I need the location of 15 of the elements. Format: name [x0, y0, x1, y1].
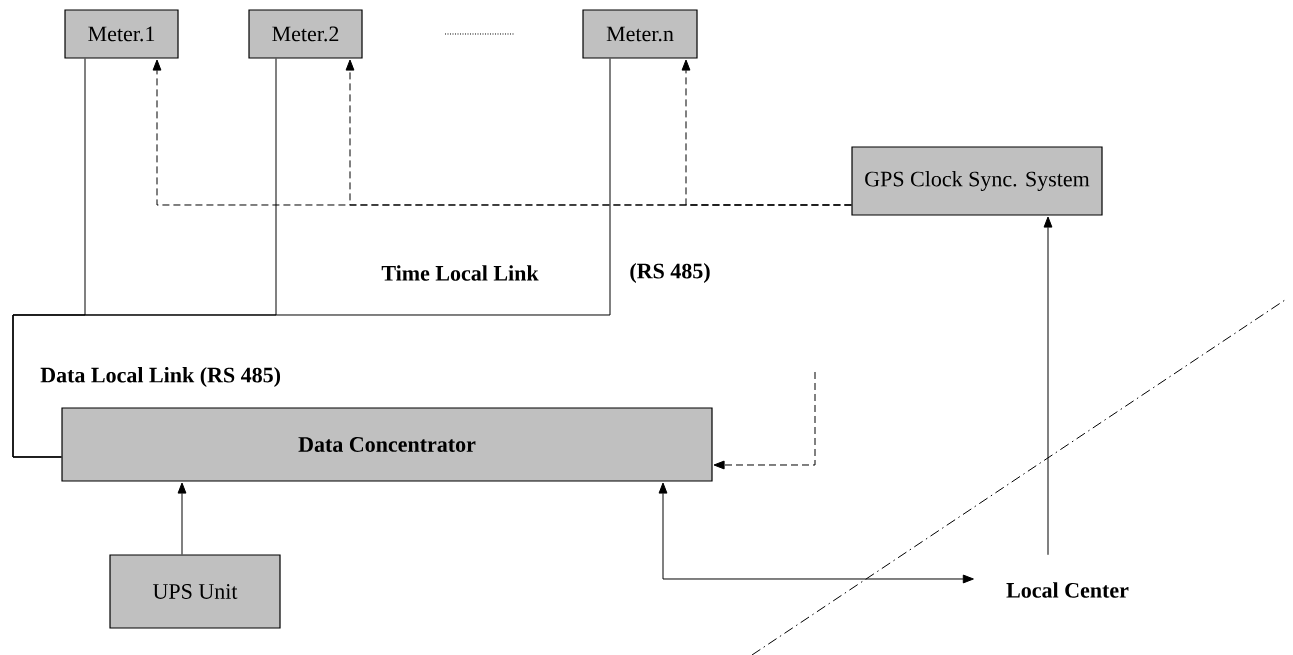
node-label: Local Center	[1006, 582, 1129, 598]
process-box: Meter.1	[64, 9, 179, 59]
link-label: Data Local Link (RS 485)	[40, 367, 281, 387]
process-box: Data Concentrator	[61, 407, 713, 482]
link-label: (RS 485)	[630, 263, 710, 283]
process-box: Meter.n	[582, 9, 698, 59]
arrow	[177, 482, 187, 555]
link-label: Time Local Link	[381, 265, 539, 281]
arrow	[713, 371, 816, 470]
process-box: GPS Clock Sync. System	[851, 146, 1103, 216]
process-box: Meter.2	[248, 9, 363, 59]
arrow	[681, 59, 852, 206]
arrow	[658, 482, 974, 584]
arrow	[1043, 216, 1053, 556]
process-box: UPS Unit	[109, 554, 281, 629]
